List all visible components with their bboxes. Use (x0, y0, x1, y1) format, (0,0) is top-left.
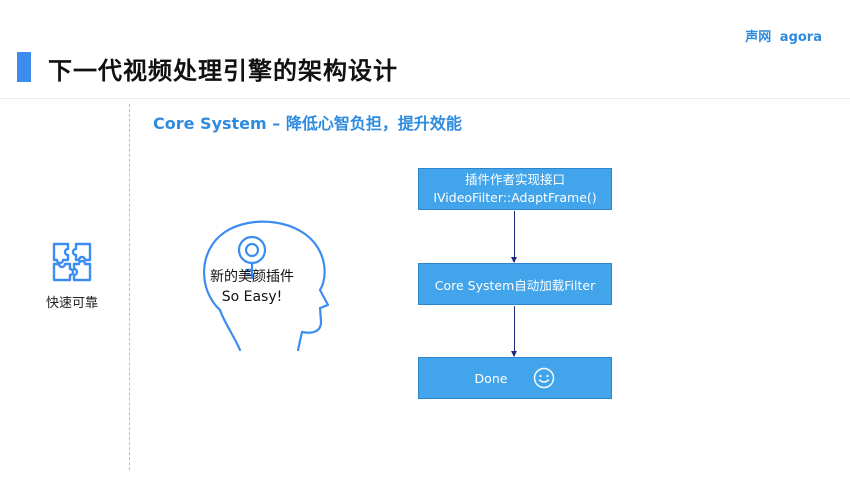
brand-logo: 声网 agora (745, 26, 822, 45)
flow-step2-label: Core System自动加载Filter (434, 277, 596, 293)
side-label: 快速可靠 (45, 296, 98, 311)
title-accent-bar (17, 52, 31, 82)
header-divider (0, 98, 850, 99)
flow-step-done: Done (418, 357, 612, 399)
flow-step-autoload: Core System自动加载Filter (418, 263, 612, 305)
brand-en: agora (779, 30, 822, 45)
flow-step1-line1: 插件作者实现接口 (464, 172, 565, 187)
vertical-divider (129, 104, 130, 470)
key-icon (237, 235, 267, 280)
head-illustration (203, 220, 330, 352)
head-bubble-line1: 新的美颜插件 (210, 269, 294, 285)
head-bubble-line2: So Easy! (221, 289, 283, 305)
puzzle-icon (52, 242, 92, 282)
page-title: 下一代视频处理引擎的架构设计 (48, 57, 398, 85)
flow-step3-label: Done (474, 370, 508, 386)
flow-step-implement: 插件作者实现接口 IVideoFilter::AdaptFrame() (418, 168, 612, 210)
section-subtitle: Core System – 降低心智负担，提升效能 (153, 114, 462, 133)
smiley-icon (534, 367, 555, 389)
flow-step1-line2: IVideoFilter::AdaptFrame() (433, 190, 597, 205)
head-bubble-text: 新的美颜插件 So Easy! (192, 267, 312, 307)
brand-cn: 声网 (745, 30, 772, 45)
flow-arrow-2 (511, 306, 517, 357)
flow-arrow-1 (511, 211, 517, 263)
